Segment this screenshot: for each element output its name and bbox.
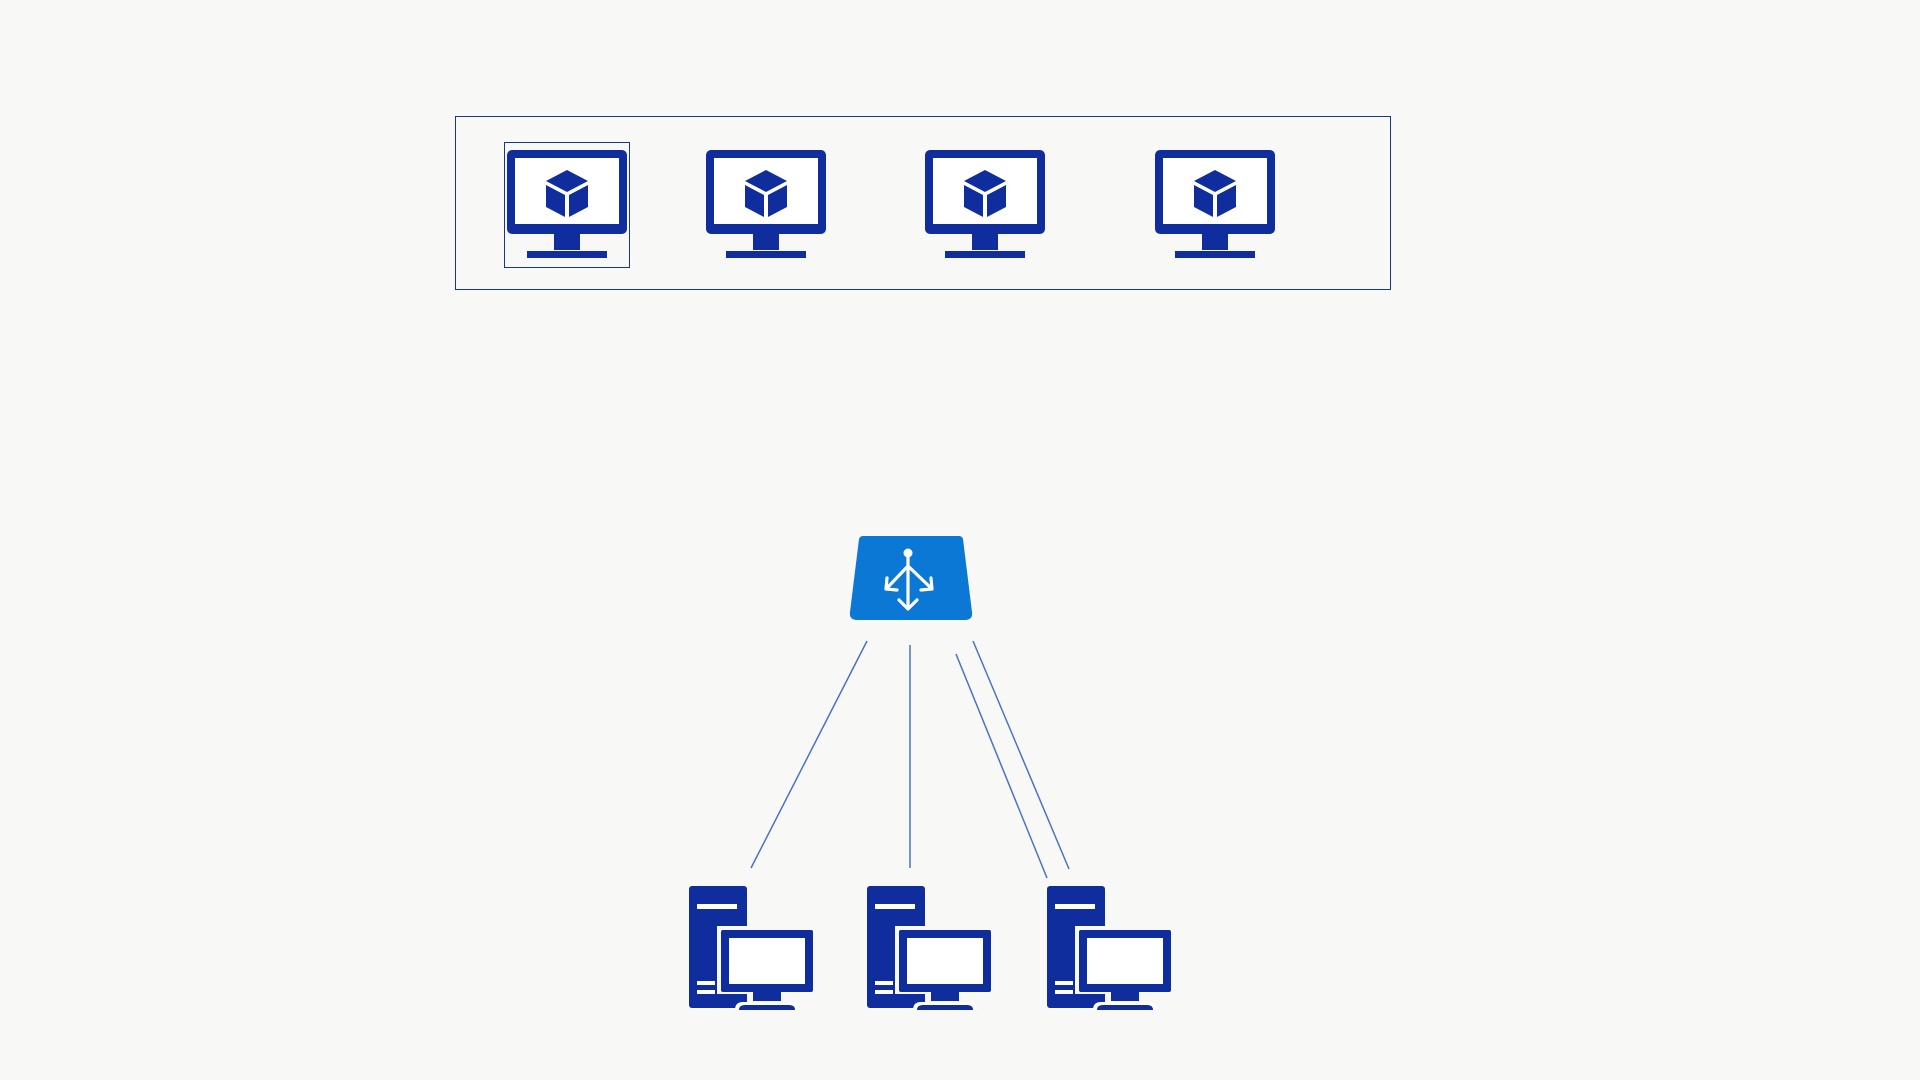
server-workstation-icon[interactable] <box>1047 886 1171 1010</box>
connector-line <box>750 640 868 869</box>
connector-line <box>955 653 1048 879</box>
connector-line <box>972 640 1070 870</box>
vm-selection-outline <box>504 142 630 268</box>
vm-pool-group <box>455 116 1391 290</box>
server-workstation-icon[interactable] <box>867 886 991 1010</box>
server-workstation-icon[interactable] <box>689 886 813 1010</box>
load-balancer-icon[interactable] <box>849 536 973 620</box>
